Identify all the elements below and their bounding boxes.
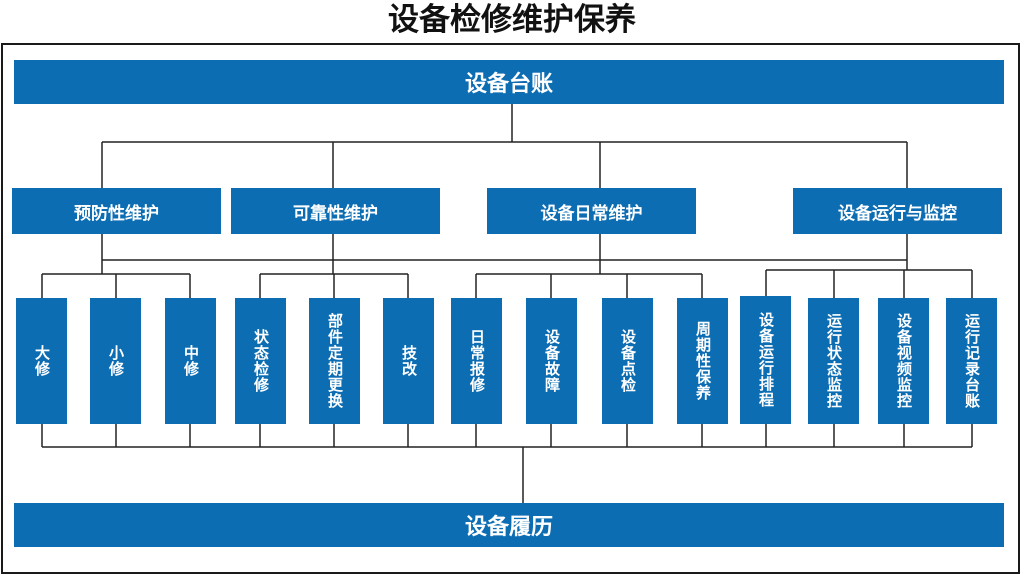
leaf-video-monitoring: 设备视频监控 [878,298,929,424]
leaf-label: 部件定期更换 [326,313,344,409]
leaf-operation-log: 运行记录台账 [946,298,997,424]
leaf-medium-repair: 中修 [165,298,216,424]
leaf-status-monitoring: 运行状态监控 [808,298,859,424]
leaf-overhaul: 大修 [16,298,67,424]
leaf-label: 设备视频监控 [895,313,913,409]
leaf-equipment-fault: 设备故障 [526,298,577,424]
leaf-minor-repair: 小修 [90,298,141,424]
leaf-label: 设备故障 [543,329,561,393]
category-preventive: 预防性维护 [12,188,221,234]
leaf-label: 技改 [400,345,418,377]
leaf-label: 中修 [182,345,200,377]
leaf-label: 大修 [33,345,51,377]
bottom-bar-history: 设备履历 [14,503,1004,547]
leaf-label: 状态检修 [252,329,270,393]
leaf-condition-repair: 状态检修 [235,298,286,424]
leaf-label: 设备运行排程 [757,312,775,408]
leaf-periodic-maintenance: 周期性保养 [677,298,728,424]
leaf-label: 运行状态监控 [825,313,843,409]
leaf-tech-upgrade: 技改 [383,298,434,424]
leaf-label: 日常报修 [468,329,486,393]
diagram-title: 设备检修维护保养 [388,2,636,38]
leaf-label: 周期性保养 [694,321,712,401]
leaf-label: 设备点检 [619,329,637,393]
leaf-spot-check: 设备点检 [602,298,653,424]
category-monitoring: 设备运行与监控 [793,188,1002,234]
leaf-label: 运行记录台账 [963,313,981,409]
leaf-label: 小修 [107,345,125,377]
leaf-operation-schedule: 设备运行排程 [740,296,791,424]
top-bar-ledger: 设备台账 [14,60,1004,104]
category-reliability: 可靠性维护 [231,188,440,234]
category-daily: 设备日常维护 [487,188,696,234]
leaf-part-replacement: 部件定期更换 [309,298,360,424]
leaf-daily-report: 日常报修 [451,298,502,424]
diagram-frame [1,43,1020,574]
